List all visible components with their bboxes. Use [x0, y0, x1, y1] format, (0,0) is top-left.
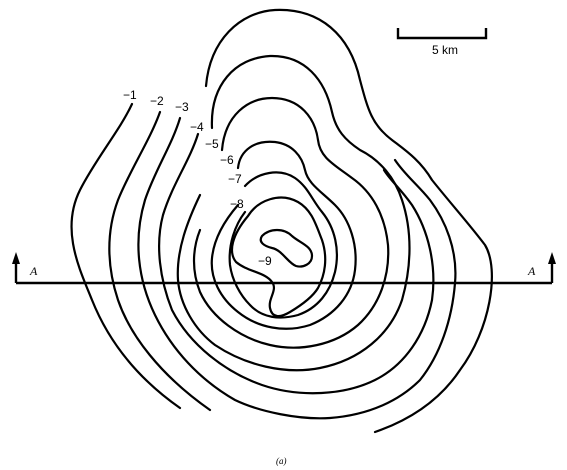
contour-minus-6 — [210, 140, 357, 330]
contour-label-9: −9 — [258, 254, 272, 268]
contour-minus-9 — [259, 228, 314, 268]
contour-minus-2 — [108, 110, 212, 412]
contour-label-4: −4 — [190, 120, 204, 134]
contour-label-2: −2 — [150, 94, 164, 108]
contour-minus-4 — [158, 132, 435, 395]
contour-label-3: −3 — [175, 100, 189, 114]
figure-caption: (a) — [276, 456, 287, 466]
contour-label-5: −5 — [205, 137, 219, 151]
contour-minus-5 — [192, 96, 390, 349]
section-right-label: A — [527, 264, 536, 278]
section-left-label: A — [29, 264, 38, 278]
contour-labels: −1 −2 −3 −4 −5 −6 −7 −8 −9 — [123, 88, 272, 268]
contour-minus-8 — [230, 196, 327, 318]
contour-lines — [70, 8, 493, 434]
contour-minus-1 — [70, 102, 182, 410]
contour-inner-dome — [176, 54, 411, 372]
contour-outer-dome — [204, 8, 493, 434]
scale-bar-label: 5 km — [432, 43, 458, 57]
contour-label-8: −8 — [230, 197, 244, 211]
contour-label-6: −6 — [220, 153, 234, 167]
contour-label-7: −7 — [228, 172, 242, 186]
contour-minus-7 — [228, 171, 338, 319]
contour-minus-3 — [137, 116, 457, 420]
contour-label-1: −1 — [123, 88, 137, 102]
section-left-arrow-icon — [12, 252, 20, 264]
scale-bar: 5 km — [396, 28, 488, 57]
section-line: A A — [12, 252, 556, 285]
section-right-arrow-icon — [548, 252, 556, 264]
